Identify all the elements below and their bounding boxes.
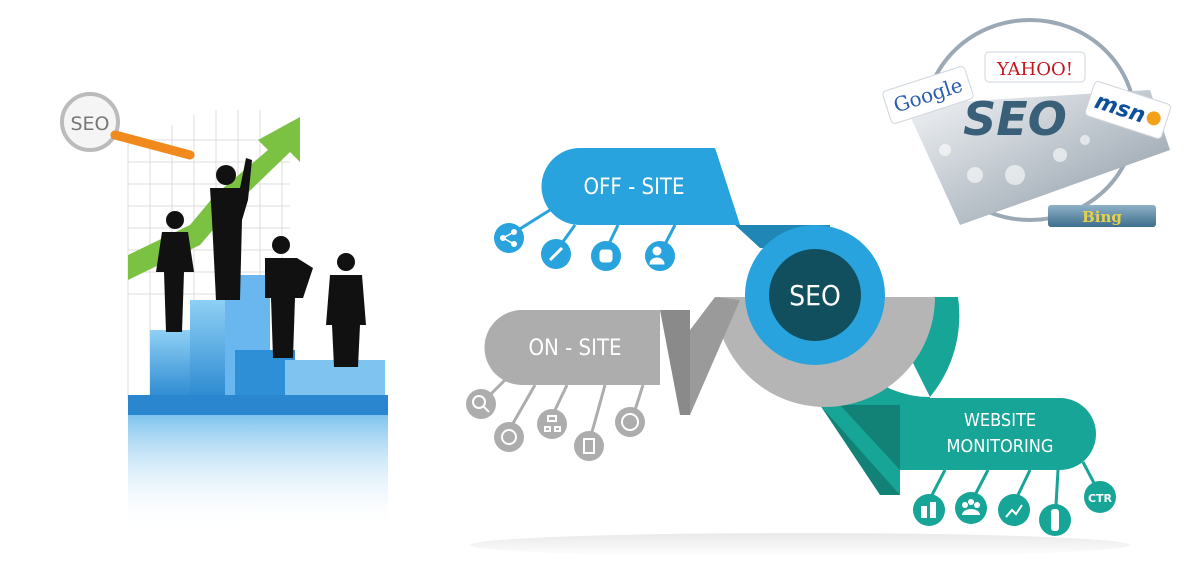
speed-icon (615, 407, 645, 437)
msn-tag: msn (1084, 81, 1172, 139)
ranking-icon (913, 494, 945, 526)
users-group-icon (955, 492, 987, 524)
seo-magnifier-icon: SEO (60, 92, 195, 160)
document-icon (574, 431, 604, 461)
ground-shadow (470, 533, 1130, 557)
chart-icon (998, 494, 1030, 526)
ctr-label: CTR (1088, 492, 1113, 505)
business-growth-illustration: SEO (60, 92, 388, 530)
gear-refresh-icon (494, 422, 524, 452)
on-site-label: ON - SITE (528, 336, 621, 361)
off-site-pill (541, 148, 740, 225)
ctr-icon (1084, 481, 1116, 513)
search-engines-badge: SEO Google YAHOO! msn Bing (882, 18, 1172, 227)
off-site-label: OFF - SITE (583, 175, 684, 200)
website-label-line1: WEBSITE (964, 410, 1036, 431)
seo-center-circle (769, 249, 861, 341)
website-label-line2: MONITORING (947, 436, 1054, 457)
search-icon (466, 389, 496, 419)
badge-seo-title: SEO (963, 92, 1067, 146)
share-icon (494, 223, 524, 253)
svg-text:Bing: Bing (1082, 208, 1122, 226)
seo-center-label: SEO (789, 279, 841, 312)
on-site-pill (484, 310, 660, 385)
magnifier-label: SEO (70, 113, 109, 135)
yahoo-tag: YAHOO! (984, 51, 1086, 83)
sitemap-icon (537, 409, 567, 439)
svg-text:YAHOO!: YAHOO! (996, 59, 1073, 80)
user-sync-icon (645, 241, 675, 271)
bing-tag: Bing (1048, 205, 1156, 227)
website-monitoring-pill (900, 398, 1096, 470)
